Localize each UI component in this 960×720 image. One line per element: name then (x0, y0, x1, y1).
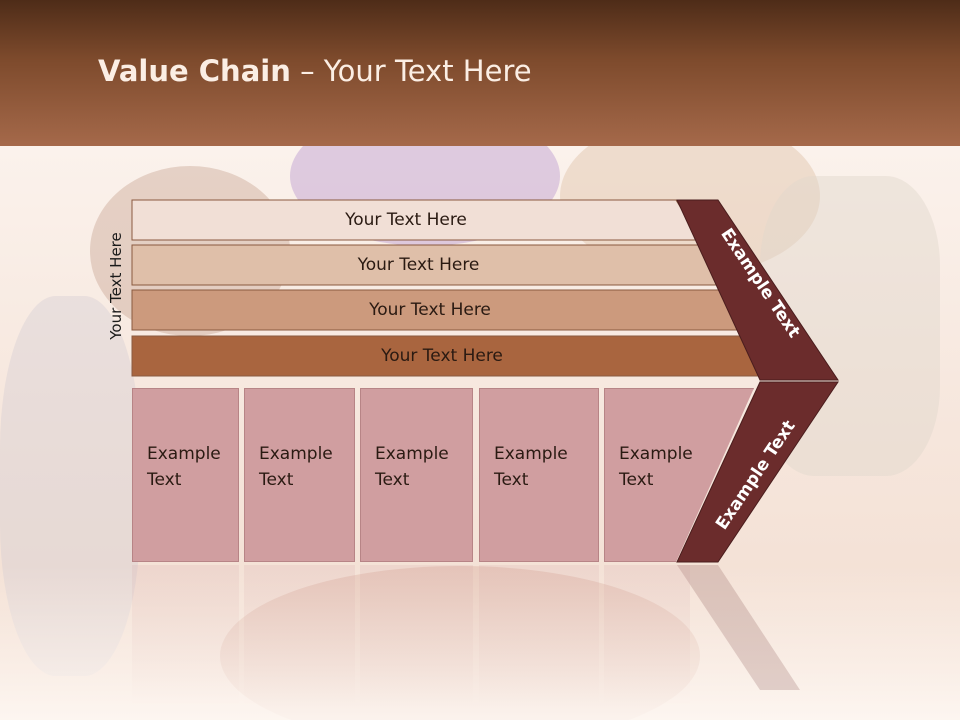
activity-box-reflection (360, 565, 473, 705)
chevron-reflection (677, 565, 800, 690)
box-line2: Text (494, 470, 529, 490)
box-line1: Example (147, 444, 221, 464)
chevron-bottom (676, 381, 839, 563)
band-label-1: Your Text Here (345, 210, 467, 230)
box-line1: Example (494, 444, 568, 464)
activity-box-reflection (479, 565, 599, 705)
band-label-2: Your Text Here (357, 255, 480, 275)
title-bold: Value Chain (98, 54, 291, 88)
box-line1: Example (375, 444, 449, 464)
band-label-3: Your Text Here (369, 300, 491, 320)
title-rest: – Your Text Here (290, 54, 532, 88)
photo-fade (0, 566, 960, 720)
box-line2: Text (375, 470, 410, 490)
chevron-top (676, 199, 839, 381)
activity-box-reflection (244, 565, 355, 705)
box-line2: Text (147, 470, 182, 490)
box-line2: Text (619, 470, 654, 490)
band-label-4: Your Text Here (381, 346, 503, 366)
activity-box-reflection (132, 565, 239, 705)
box-line1: Example (619, 444, 693, 464)
page-title: Value Chain – Your Text Here (98, 54, 532, 88)
box-line1: Example (259, 444, 333, 464)
activity-box-reflection (604, 565, 690, 705)
header-bar: Value Chain – Your Text Here (0, 0, 960, 146)
box-line2: Text (259, 470, 294, 490)
